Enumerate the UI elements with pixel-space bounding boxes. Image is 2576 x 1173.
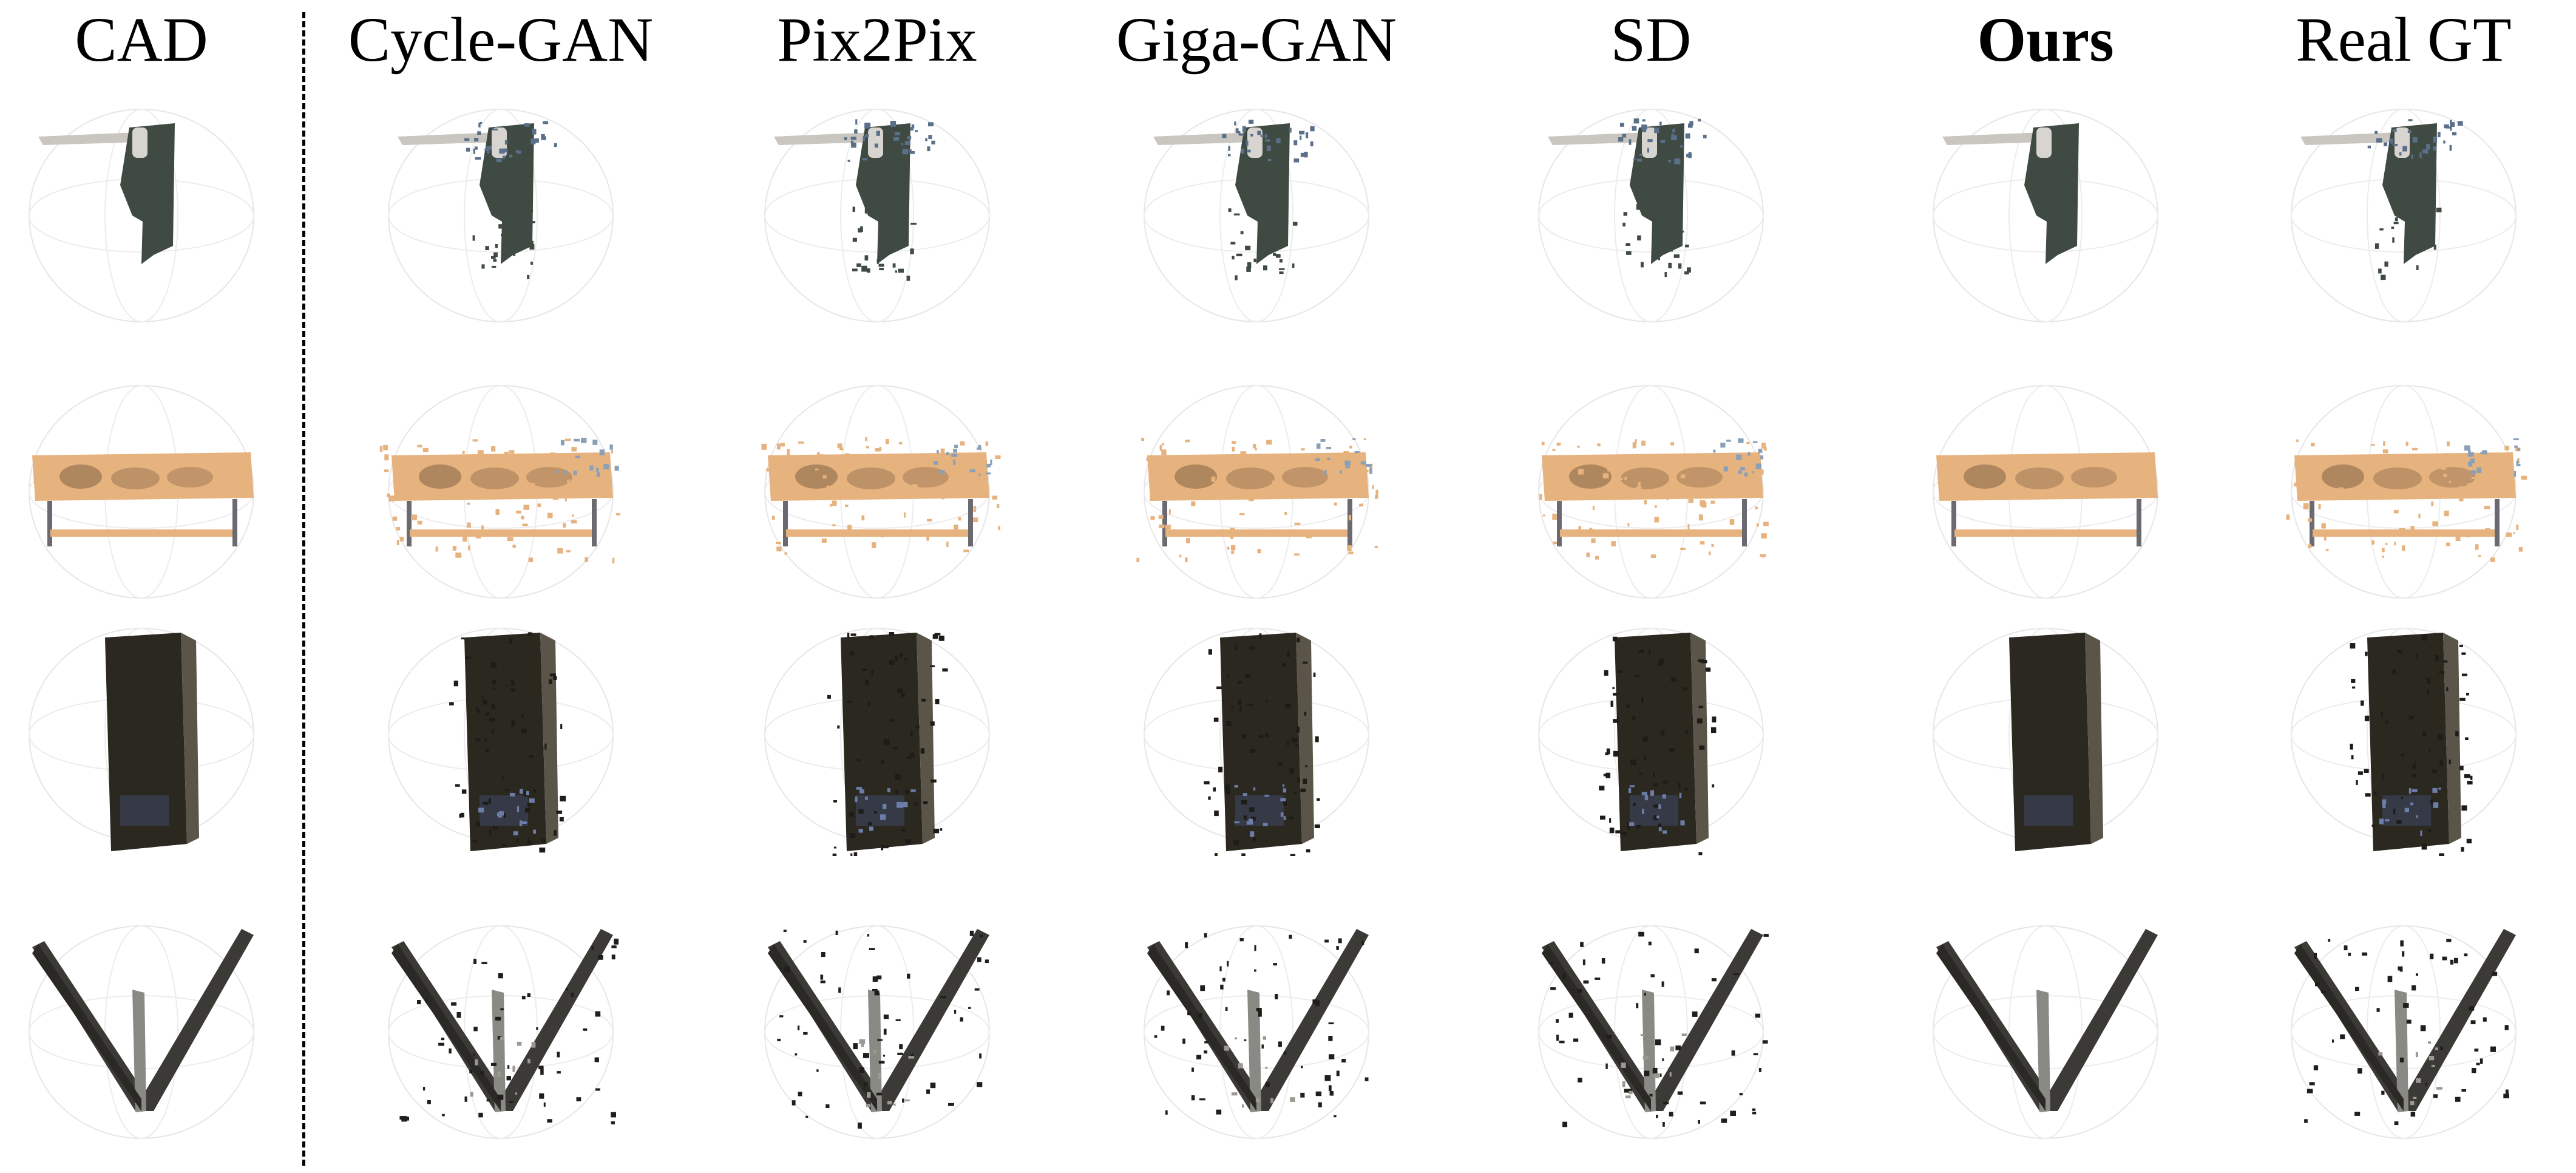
wooden-table-real-gt-render	[2276, 370, 2531, 613]
column-header-sd: SD	[1610, 4, 1692, 75]
wooden-table-giga-gan-render	[1129, 370, 1384, 613]
wooden-table-pix2pix-render	[750, 370, 1005, 613]
dark-cabinet-cycle-gan-render	[373, 613, 628, 856]
wooden-table-sd-render	[1524, 370, 1778, 613]
v-panel-ours-render	[1918, 911, 2173, 1154]
column-header-cad: CAD	[75, 4, 208, 75]
v-panel-cad-render	[14, 911, 269, 1154]
column-header-cycle-gan: Cycle-GAN	[348, 4, 654, 75]
dark-cabinet-pix2pix-render	[750, 613, 1005, 856]
shelf-bracket-sd-render	[1524, 94, 1778, 337]
shelf-bracket-pix2pix-render	[750, 94, 1005, 337]
column-header-real-gt: Real GT	[2296, 4, 2512, 75]
shelf-bracket-cad-render	[14, 94, 269, 337]
v-panel-sd-render	[1524, 911, 1778, 1154]
v-panel-cycle-gan-render	[373, 911, 628, 1154]
shelf-bracket-real-gt-render	[2276, 94, 2531, 337]
shelf-bracket-cycle-gan-render	[373, 94, 628, 337]
v-panel-real-gt-render	[2276, 911, 2531, 1154]
wooden-table-cycle-gan-render	[373, 370, 628, 613]
column-header-pix2pix: Pix2Pix	[777, 4, 977, 75]
column-header-ours: Ours	[1977, 4, 2114, 75]
wooden-table-cad-render	[14, 370, 269, 613]
wooden-table-ours-render	[1918, 370, 2173, 613]
dark-cabinet-real-gt-render	[2276, 613, 2531, 856]
v-panel-pix2pix-render	[750, 911, 1005, 1154]
dark-cabinet-giga-gan-render	[1129, 613, 1384, 856]
shelf-bracket-giga-gan-render	[1129, 94, 1384, 337]
column-header-giga-gan: Giga-GAN	[1116, 4, 1397, 75]
dark-cabinet-cad-render	[14, 613, 269, 856]
column-divider	[302, 12, 305, 1166]
shelf-bracket-ours-render	[1918, 94, 2173, 337]
dark-cabinet-sd-render	[1524, 613, 1778, 856]
v-panel-giga-gan-render	[1129, 911, 1384, 1154]
dark-cabinet-ours-render	[1918, 613, 2173, 856]
